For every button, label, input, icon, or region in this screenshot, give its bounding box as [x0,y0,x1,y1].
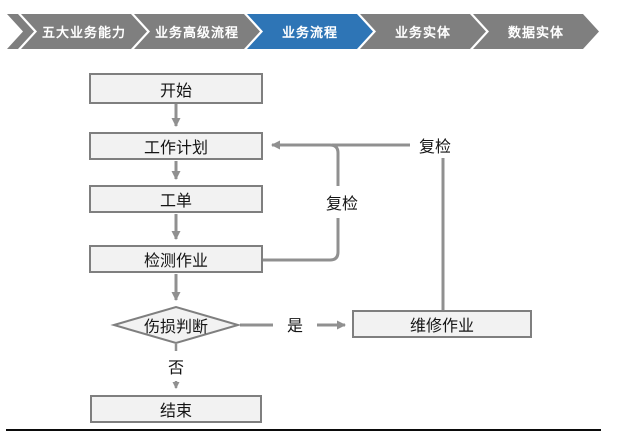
edge-repair-recheck [332,143,445,310]
nav-item-label: 业务实体 [394,25,451,40]
nav-item-label: 数据实体 [507,25,564,40]
nav-item-label: 业务高级流程 [154,25,239,40]
bottom-divider [6,429,601,431]
nav-item-label: 业务流程 [281,25,338,40]
node-end: 结束 [90,395,262,423]
edge-label-no: 否 [158,351,194,381]
edge-label-recheck-loop: 复检 [318,186,366,218]
breadcrumb: 五大业务能力 业务高级流程 业务流程 业务实体 数据实体 [7,14,599,49]
node-work-plan: 工作计划 [89,132,263,160]
nav-item-business-process[interactable]: 业务流程 [247,14,373,49]
nav-item-high-level-process[interactable]: 业务高级流程 [134,14,260,49]
edge-label-yes: 是 [272,311,318,337]
decision-diamond [110,305,242,345]
nav-item-data-entity[interactable]: 数据实体 [473,14,599,49]
node-start: 开始 [89,73,263,104]
edge-label-recheck-repair: 复检 [409,132,461,158]
nav-item-label: 五大业务能力 [41,25,126,40]
node-repair: 维修作业 [352,310,532,338]
node-work-order: 工单 [89,185,263,213]
nav-item-five-capabilities[interactable]: 五大业务能力 [21,14,147,49]
node-inspection: 检测作业 [89,245,263,273]
nav-item-business-entity[interactable]: 业务实体 [360,14,486,49]
node-damage-decision: 伤损判断 [143,319,208,336]
